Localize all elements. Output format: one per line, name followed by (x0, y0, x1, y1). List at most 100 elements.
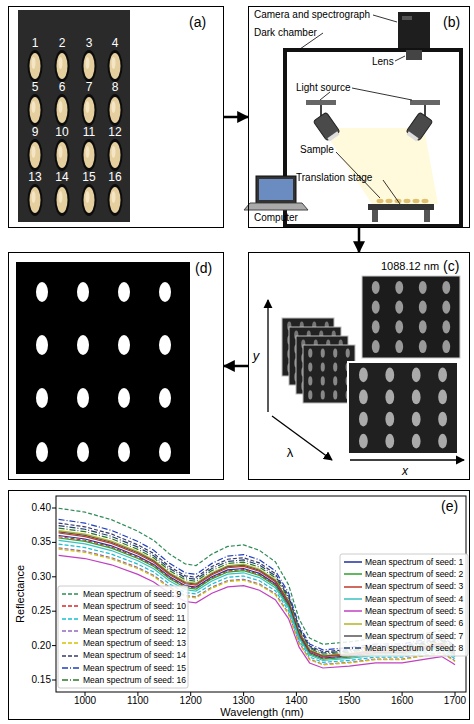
legend-line (62, 628, 80, 634)
legend-box (58, 586, 188, 688)
tick-label: 0.25 (32, 606, 51, 616)
legend-text: Mean spectrum of seed: 6 (365, 619, 463, 628)
legend-entry: Mean spectrum of seed: 5 (344, 607, 463, 615)
tick-label: 1100 (127, 696, 149, 706)
figure-panel: (d) (8, 252, 224, 480)
axis-name: x (402, 465, 408, 477)
callout-number: 14 (55, 171, 68, 183)
seed-group (28, 50, 123, 216)
legend-entry: Mean spectrum of seed: 7 (344, 632, 463, 640)
callout-number: 5 (32, 81, 39, 93)
seed (28, 184, 43, 216)
seed (55, 94, 70, 126)
part-label: Computer (254, 213, 298, 223)
legend-line (62, 640, 80, 646)
seed (108, 94, 123, 126)
callout-number: 4 (112, 37, 119, 49)
axis-arrow (350, 459, 464, 460)
legend-line (344, 645, 362, 651)
panel-label: (b) (443, 15, 460, 29)
legend-entry: Mean spectrum of seed: 6 (344, 620, 463, 628)
seed-mask (16, 262, 190, 474)
flow-arrow (358, 228, 361, 252)
axis-name: y (253, 349, 260, 362)
stage-leg (424, 210, 430, 222)
callout-number: 13 (28, 171, 41, 183)
legend-entry: Mean spectrum of seed: 11 (62, 615, 185, 623)
legend-line (344, 633, 362, 639)
band-image-stack (282, 318, 355, 403)
part-label: Camera and spectrograph (254, 10, 370, 20)
seed (55, 139, 70, 171)
axis-arrow (272, 416, 332, 460)
seed (82, 94, 97, 126)
stage-leg (372, 210, 378, 222)
legend-text: Mean spectrum of seed: 3 (365, 582, 463, 591)
legend-text: Mean spectrum of seed: 7 (365, 632, 463, 641)
lamp-bracket (306, 100, 336, 105)
seed (108, 184, 123, 216)
legend-line (344, 596, 362, 602)
legend-entry: Mean spectrum of seed: 3 (344, 583, 463, 591)
legend-text: Mean spectrum of seed: 16 (83, 676, 186, 685)
camera (398, 12, 430, 48)
callout-number: 3 (86, 37, 93, 49)
legend-entry: Mean spectrum of seed: 9 (62, 590, 181, 598)
legend-entry: Mean spectrum of seed: 10 (62, 602, 186, 610)
legend-entry: Mean spectrum of seed: 4 (344, 595, 463, 603)
callout-number: 12 (108, 126, 121, 138)
legend-text: Mean spectrum of seed: 8 (365, 644, 463, 653)
tick-label: 1400 (285, 696, 307, 706)
legend-text: Mean spectrum of seed: 4 (365, 595, 463, 604)
callout-number: 16 (108, 171, 121, 183)
panel-label: (d) (195, 261, 212, 275)
callout-number: 7 (86, 81, 93, 93)
axis-title: Wavelength (nm) (220, 707, 303, 718)
part-label: Translation stage (296, 173, 372, 183)
callout-number: 15 (82, 171, 95, 183)
panel-label: (e) (441, 499, 458, 513)
legend-line (62, 616, 80, 622)
part-label: Dark chamber (254, 28, 317, 38)
tick-label: 1300 (232, 696, 254, 706)
seed (82, 184, 97, 216)
callout-number: 1 (32, 37, 39, 49)
axis-title: Reflectance (15, 565, 26, 623)
part-label: Light source (296, 83, 350, 93)
seed (108, 139, 123, 171)
legend-entry: Mean spectrum of seed: 14 (62, 652, 186, 660)
legend-entry: Mean spectrum of seed: 8 (344, 644, 463, 652)
legend-text: Mean spectrum of seed: 5 (365, 607, 463, 616)
tick-label: 1600 (391, 696, 413, 706)
tick-label: 0.35 (32, 537, 51, 547)
translation-stage (368, 204, 434, 210)
legend-line (344, 621, 362, 627)
legend-line (62, 653, 80, 659)
tick-label: 0.30 (32, 572, 51, 582)
panel-label: (c) (443, 259, 459, 273)
legend-line (344, 608, 362, 614)
seed-photo (18, 10, 130, 222)
legend-line (62, 603, 80, 609)
seed-grid (359, 368, 447, 449)
legend-line (62, 665, 80, 671)
seed (28, 94, 43, 126)
part-label: Sample (300, 145, 334, 155)
legend-line (62, 677, 80, 683)
camera-detail (402, 16, 412, 20)
legend-box (340, 554, 468, 656)
legend-line (344, 584, 362, 590)
legend-entry: Mean spectrum of seed: 1 (344, 558, 463, 566)
seed (28, 139, 43, 171)
lamp-arm (320, 105, 322, 116)
legend-entry: Mean spectrum of seed: 13 (62, 639, 186, 647)
lamp-bracket (410, 100, 440, 105)
plot-frame (56, 496, 466, 692)
band-label: 1088.12 nm (381, 261, 439, 272)
legend-entry: Mean spectrum of seed: 12 (62, 627, 186, 635)
seed (55, 50, 70, 82)
sample-seeds (377, 199, 429, 203)
panel-label: (a) (189, 15, 206, 29)
legend-line (62, 591, 80, 597)
